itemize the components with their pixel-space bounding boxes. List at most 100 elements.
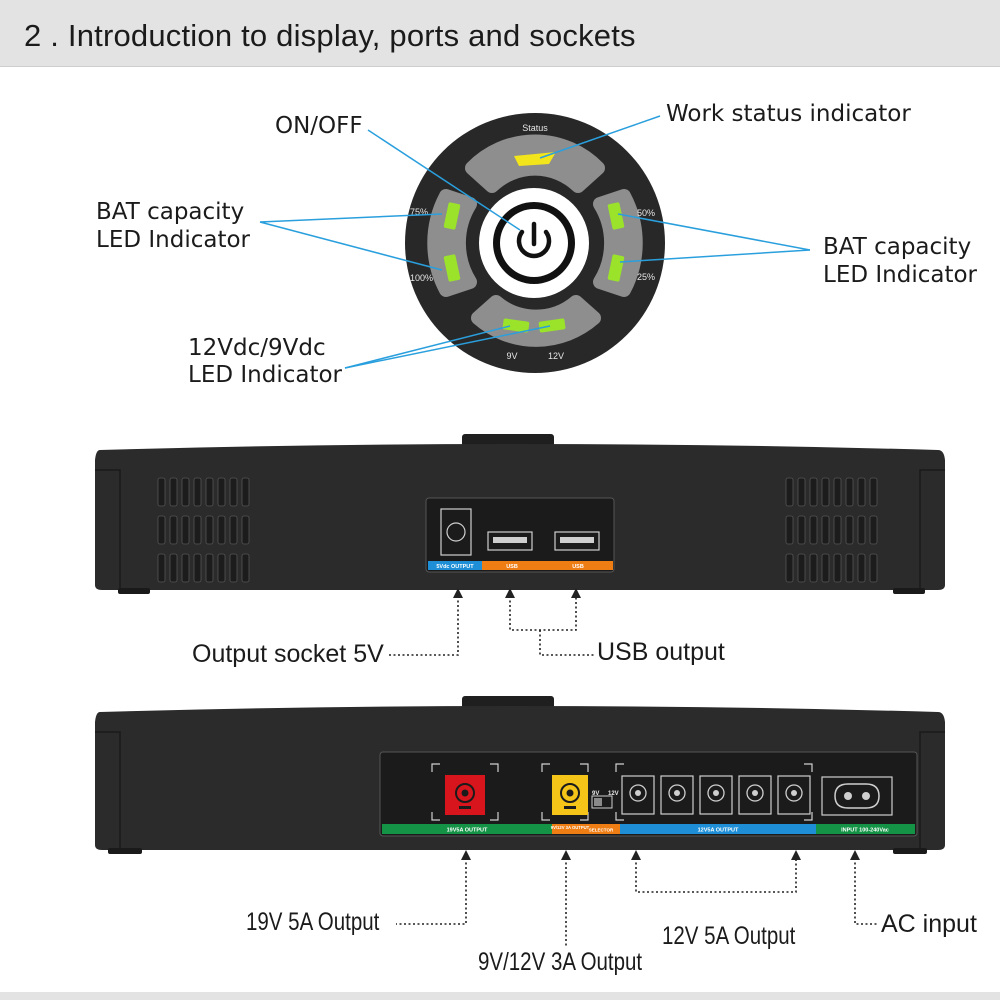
vent-slot <box>821 553 830 583</box>
strip-9-12v <box>552 824 620 834</box>
voltage-ring-segment <box>471 295 601 347</box>
strip-label-19v: 19V5A OUTPUT <box>447 828 488 834</box>
rear-arrowheads <box>461 850 860 860</box>
footer-bar <box>0 992 1000 1000</box>
callout-voltage-line1: 12Vdc/9Vdc <box>188 335 326 361</box>
vent-slot <box>857 477 866 507</box>
front-view: 5Vdc OUTPUT USB USB <box>95 434 945 594</box>
vent-slot <box>205 553 214 583</box>
vent-slot <box>229 553 238 583</box>
switch-label-9v: 9V <box>592 791 599 797</box>
vent-slot <box>845 477 854 507</box>
callout-bat-right-line2: LED Indicator <box>823 262 978 288</box>
strip-label-5vdc: 5Vdc OUTPUT <box>436 564 474 570</box>
vent-slot <box>797 477 806 507</box>
vent-slot <box>241 477 250 507</box>
vent-slot <box>797 515 806 545</box>
section-header: 2 . Introduction to display, ports and s… <box>0 0 1000 67</box>
port-12v-socket <box>738 775 772 815</box>
led-50 <box>607 202 625 230</box>
vent-slot <box>869 553 878 583</box>
vent-slot <box>229 515 238 545</box>
label-75: 75% <box>410 207 428 217</box>
strip-label-usb-1: USB <box>506 564 518 570</box>
strip-label-9-12v: 9V/12V 3A OUTPUT <box>551 825 590 830</box>
vent-slot <box>241 515 250 545</box>
callout-usb-output: USB output <box>597 638 725 666</box>
label-9v: 9V <box>506 351 517 361</box>
callout-bat-left-line1: BAT capacity <box>96 199 245 225</box>
vent-slot <box>857 515 866 545</box>
callout-bat-left-line2: LED Indicator <box>96 227 251 253</box>
strip-19v <box>382 824 552 834</box>
led-75 <box>443 202 461 230</box>
callout-output-5v: Output socket 5V <box>192 640 384 668</box>
vent-slot <box>821 515 830 545</box>
strip-label-selector: SELECTOR <box>589 828 614 833</box>
vent-slot <box>785 553 794 583</box>
label-100: 100% <box>410 273 433 283</box>
port-12v-socket <box>660 775 694 815</box>
vent-slot <box>229 477 238 507</box>
vent-slot <box>157 553 166 583</box>
callout-19v-output: 19V 5A Output <box>246 908 380 936</box>
port-12v-socket <box>699 775 733 815</box>
switch-label-12v: 12V <box>608 791 619 797</box>
vent-slot <box>833 553 842 583</box>
vent-slot <box>797 553 806 583</box>
strip-12v <box>620 824 816 834</box>
dc-5v-socket <box>440 508 472 556</box>
right-ring-segment <box>593 189 643 297</box>
strip-label-usb-2: USB <box>572 564 584 570</box>
label-50: 50% <box>637 208 655 218</box>
display-panel: Status 75% 100% 50% 25% 9V 12V <box>259 113 811 373</box>
vent-slot <box>157 477 166 507</box>
vent-slot <box>217 553 226 583</box>
vent-slot <box>833 477 842 507</box>
callout-work-status: Work status indicator <box>666 101 911 127</box>
vent-slot <box>785 477 794 507</box>
vent-slot <box>181 515 190 545</box>
label-25: 25% <box>637 272 655 282</box>
led-9v <box>502 318 530 333</box>
vent-slot <box>217 515 226 545</box>
rear-view: 9V 12V 19V5A OUTPUT 9V/12V 3A OUTPUT SEL… <box>95 696 945 854</box>
vent-grille-right <box>785 477 878 583</box>
front-arrowheads <box>453 588 581 598</box>
label-status: Status <box>522 123 548 133</box>
strip-usb-2 <box>545 561 613 570</box>
vent-slot <box>821 477 830 507</box>
vent-slot <box>869 515 878 545</box>
strip-usb-1 <box>482 561 545 570</box>
vent-slot <box>217 477 226 507</box>
vent-slot <box>193 477 202 507</box>
vent-slot <box>181 477 190 507</box>
vent-slot <box>845 515 854 545</box>
ac-input-socket <box>821 776 893 816</box>
callout-voltage-line2: LED Indicator <box>188 362 343 388</box>
vent-slot <box>833 515 842 545</box>
callout-12v-output: 12V 5A Output <box>662 922 796 950</box>
vent-slot <box>809 515 818 545</box>
port-brackets <box>431 763 813 821</box>
vent-slot <box>845 553 854 583</box>
strip-label-input: INPUT 100-240Vac <box>841 828 889 834</box>
vent-slot <box>869 477 878 507</box>
vent-slot <box>193 515 202 545</box>
vent-slot <box>205 477 214 507</box>
led-100 <box>443 254 461 282</box>
led-25 <box>607 254 625 282</box>
vent-slot <box>205 515 214 545</box>
vent-slot <box>809 477 818 507</box>
vent-slot <box>169 515 178 545</box>
port-12v-socket <box>621 775 655 815</box>
leader-lines <box>259 115 811 369</box>
section-title: 2 . Introduction to display, ports and s… <box>24 18 636 53</box>
ports-12v <box>621 775 811 815</box>
callout-9-12v-output: 9V/12V 3A Output <box>478 948 643 976</box>
port-12v-socket <box>777 775 811 815</box>
callout-on-off: ON/OFF <box>275 113 363 139</box>
vent-slot <box>785 515 794 545</box>
strip-5vdc <box>428 561 482 570</box>
